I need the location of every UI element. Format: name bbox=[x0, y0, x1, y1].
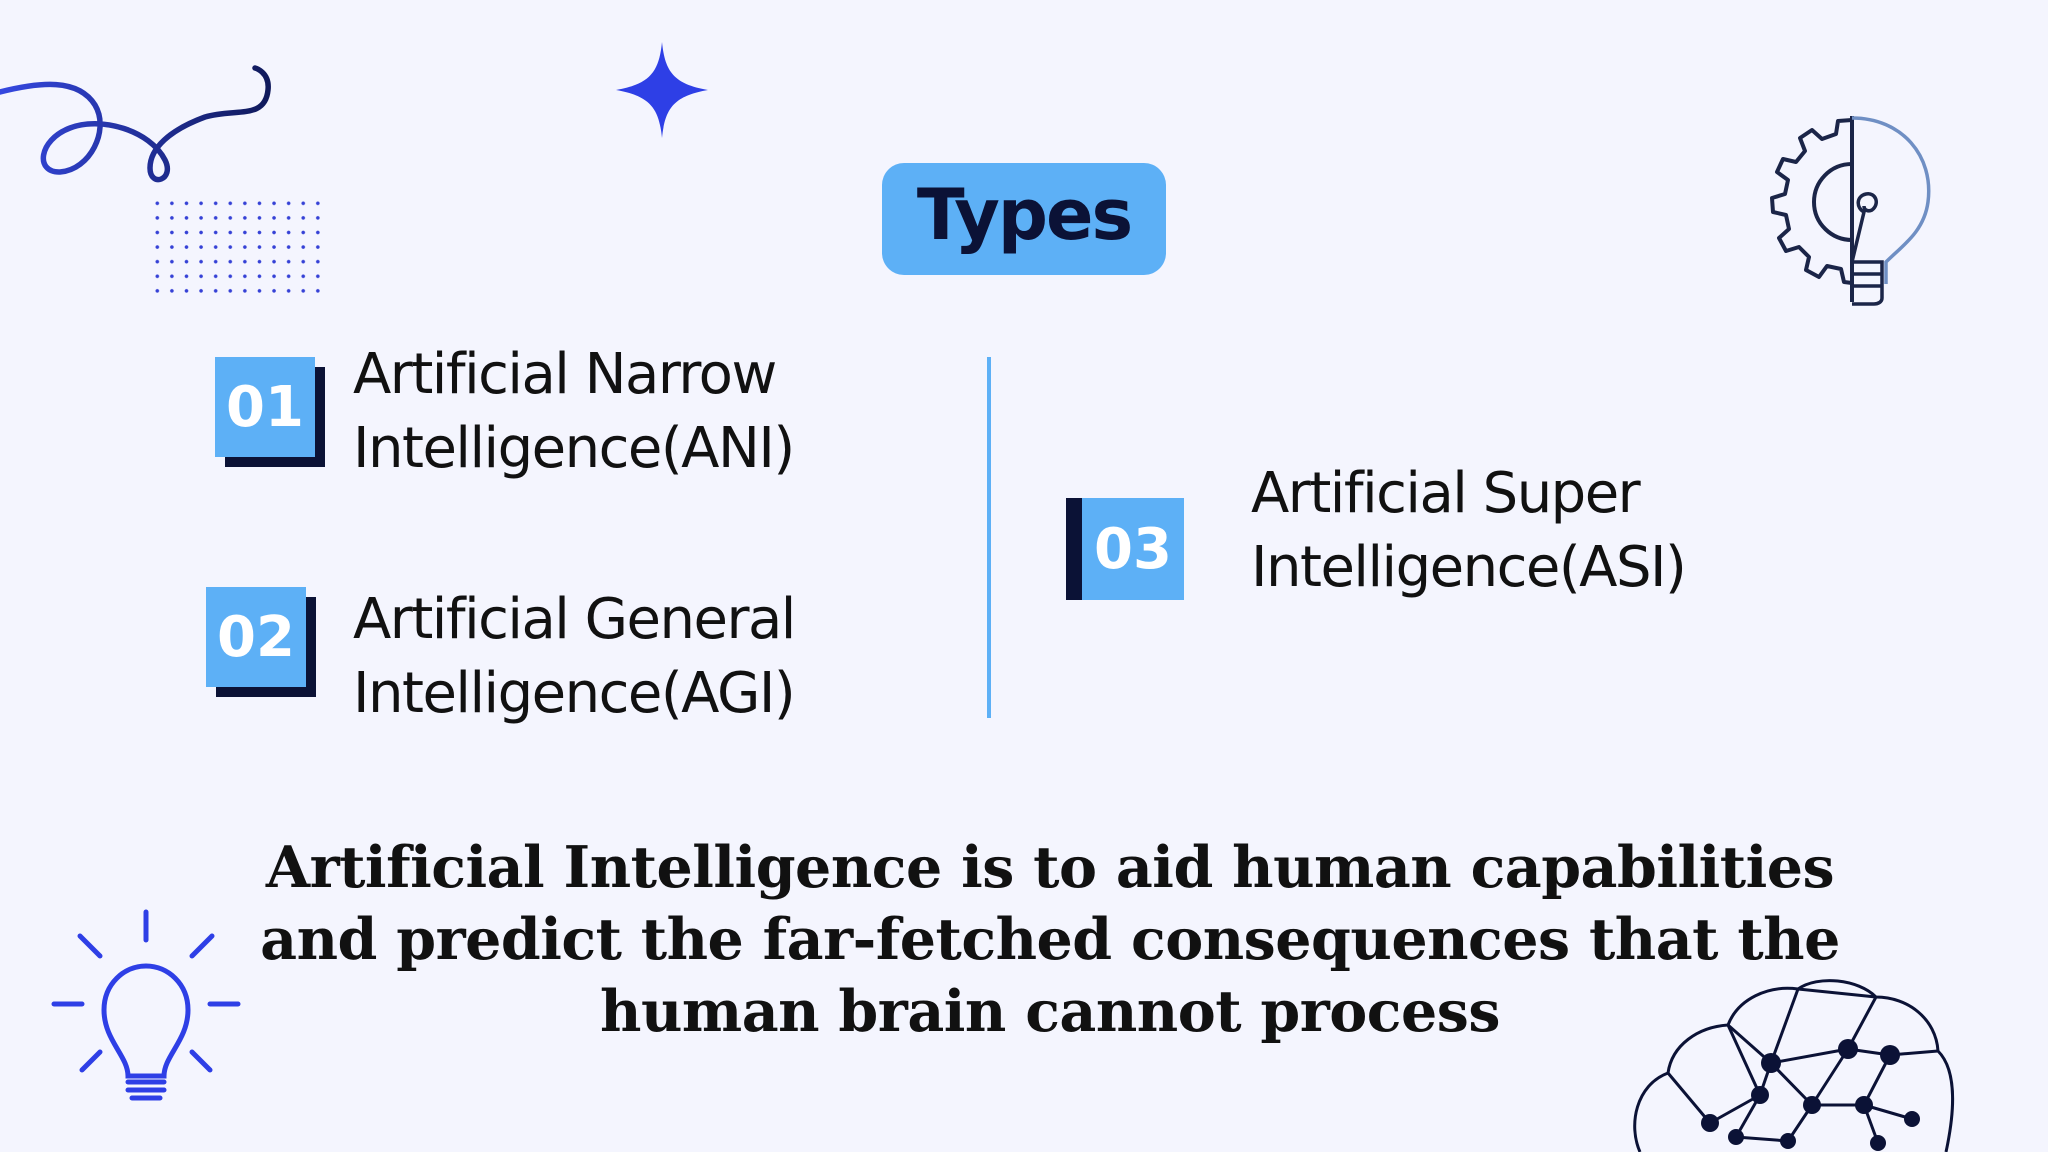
type-label: Artificial Narrow Intelligence(ANI) bbox=[353, 338, 795, 486]
type-number-badge: 01 bbox=[215, 357, 325, 467]
type-number-badge: 03 bbox=[1066, 498, 1184, 602]
summary-text: Artificial Intelligence is to aid human … bbox=[260, 834, 1840, 1045]
dot-grid bbox=[150, 196, 330, 301]
page-title: Types bbox=[916, 174, 1133, 256]
type-number: 02 bbox=[206, 587, 306, 687]
type-label: Artificial General Intelligence(AGI) bbox=[353, 583, 796, 731]
type-number: 01 bbox=[215, 357, 315, 457]
badge-shadow bbox=[1066, 498, 1082, 600]
lightbulb-icon bbox=[51, 909, 241, 1101]
type-label-line2: Intelligence(AGI) bbox=[353, 661, 796, 726]
type-label-line1: Artificial General bbox=[353, 587, 796, 652]
type-label-line2: Intelligence(ANI) bbox=[353, 416, 795, 481]
type-number: 03 bbox=[1082, 498, 1184, 600]
gear-bulb-icon bbox=[1770, 116, 1931, 306]
type-number-badge: 02 bbox=[206, 587, 316, 697]
column-divider bbox=[987, 357, 991, 718]
title-pill: Types bbox=[882, 163, 1166, 275]
type-label-line1: Artificial Narrow bbox=[353, 342, 777, 407]
squiggle-icon bbox=[0, 65, 271, 183]
type-label-line1: Artificial Super bbox=[1251, 461, 1641, 526]
type-label: Artificial Super Intelligence(ASI) bbox=[1251, 457, 1687, 605]
brain-network-icon bbox=[1633, 979, 1955, 1152]
type-label-line2: Intelligence(ASI) bbox=[1251, 535, 1687, 600]
sparkle-icon bbox=[616, 42, 708, 138]
